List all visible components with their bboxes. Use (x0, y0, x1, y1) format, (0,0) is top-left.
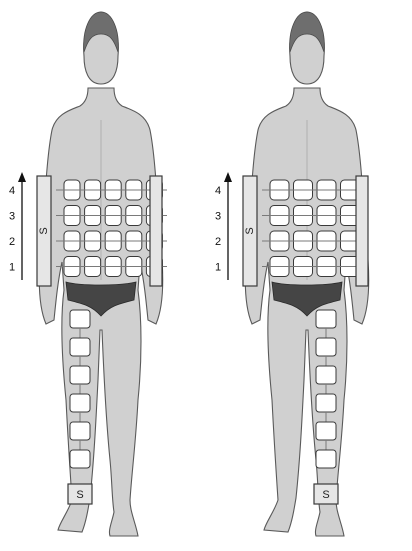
leg-electrode (316, 422, 336, 440)
leg-electrode (316, 366, 336, 384)
row-label: 3 (215, 211, 221, 223)
leg-electrode (316, 450, 336, 468)
leg-electrode (70, 422, 90, 440)
leg-electrode (70, 394, 90, 412)
foot-pad-label: S (76, 489, 83, 501)
direction-arrow-head (224, 172, 232, 182)
figure-left: S S 4 3 2 1 (9, 12, 167, 536)
leg-electrode (70, 338, 90, 356)
leg-electrode (70, 366, 90, 384)
body-left (39, 12, 163, 536)
row-label: 3 (9, 211, 15, 223)
side-pad-label: S (38, 227, 50, 234)
side-pad-label: S (244, 227, 256, 234)
row-labels-right: 4 3 2 1 (215, 172, 232, 280)
side-pad-opposite (356, 176, 368, 286)
leg-electrode (70, 310, 90, 328)
row-labels-left: 4 3 2 1 (9, 172, 26, 280)
direction-arrow-head (18, 172, 26, 182)
leg-electrode (316, 310, 336, 328)
leg-electrode (70, 450, 90, 468)
leg-electrode (316, 338, 336, 356)
foot-pad-label: S (322, 489, 329, 501)
leg-electrode (316, 394, 336, 412)
row-label: 1 (215, 262, 221, 274)
row-label: 2 (9, 236, 15, 248)
row-label: 4 (215, 185, 221, 197)
row-label: 2 (215, 236, 221, 248)
row-label: 1 (9, 262, 15, 274)
side-pad-opposite (150, 176, 162, 286)
figure-right: S S 4 3 2 1 (215, 12, 369, 536)
row-label: 4 (9, 185, 15, 197)
